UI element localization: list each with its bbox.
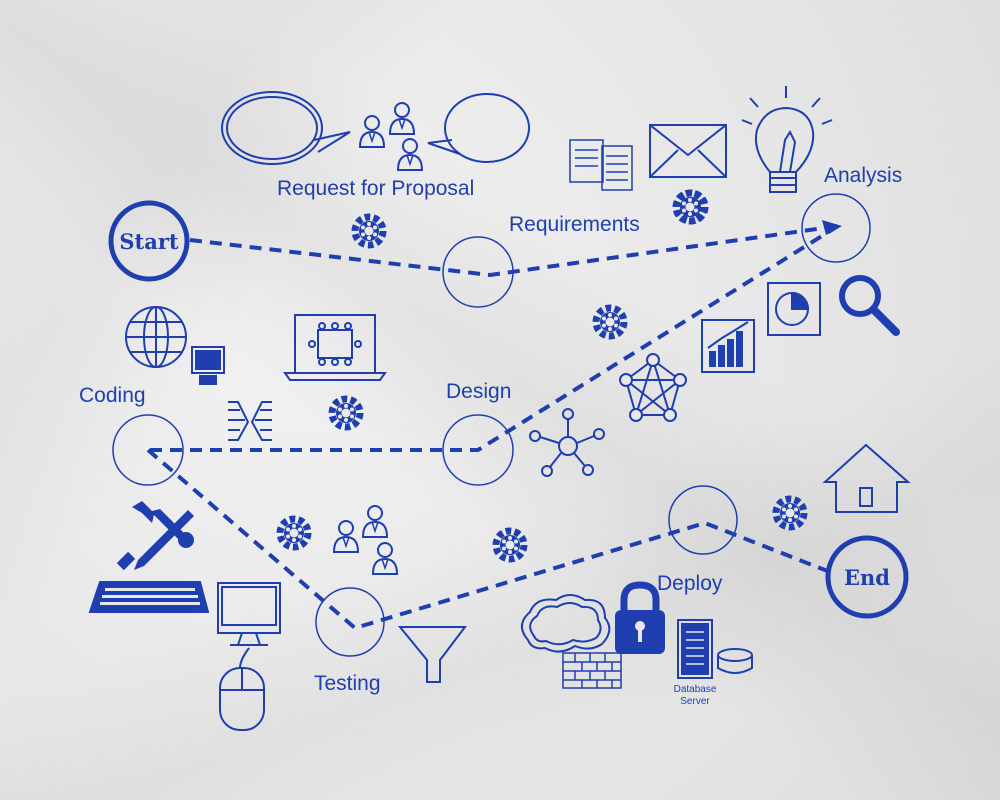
globe-icon [126,307,186,367]
people-icon [334,506,397,574]
envelope-icon [650,125,726,177]
network-icon [530,409,604,476]
gear-icon [280,519,308,547]
mouse-icon [220,648,264,730]
stage-label-requirements: Requirements [509,213,640,237]
server-icon [678,620,712,678]
stage-label-testing: Testing [314,672,381,696]
documents-icon [570,140,632,190]
stage-label-design: Design [446,380,511,404]
gear-icon [355,217,383,245]
flow-path [148,226,838,628]
database-server-label-line1: Database [665,684,725,696]
monitor-icon [218,583,280,645]
lightbulb-icon [742,86,832,192]
speech-bubble-icon [428,94,529,162]
cloud-icon [522,595,609,652]
deploy-node [669,486,737,554]
database-icon [718,649,752,673]
people-icon [360,103,422,170]
stage-label-request-for-proposal: Request for Proposal [277,177,474,201]
funnel-icon [400,627,465,682]
pie-chart-icon [768,283,820,335]
stage-label-deploy: Deploy [657,572,722,596]
bar-chart-icon [702,320,754,372]
keyboard-icon [90,582,208,612]
monitor-icon [192,347,224,384]
gear-icon [596,308,624,336]
laptop-meeting-icon [285,315,385,380]
end-label: End [829,565,905,590]
speech-bubble-icon [222,92,350,164]
circuit-icon [228,402,272,440]
database-server-label: Database Server [665,684,725,708]
brick-wall-icon [563,653,621,688]
gear-icon [496,531,524,559]
stage-label-analysis: Analysis [824,164,902,188]
magnifier-icon [842,278,896,332]
database-server-label-line2: Server [665,696,725,708]
gear-icon [776,499,804,527]
start-label: Start [111,229,187,254]
stage-label-coding: Coding [79,384,146,408]
house-icon [825,445,908,512]
network-icon [620,354,686,421]
tools-icon [117,501,194,570]
gear-icon [332,399,360,427]
